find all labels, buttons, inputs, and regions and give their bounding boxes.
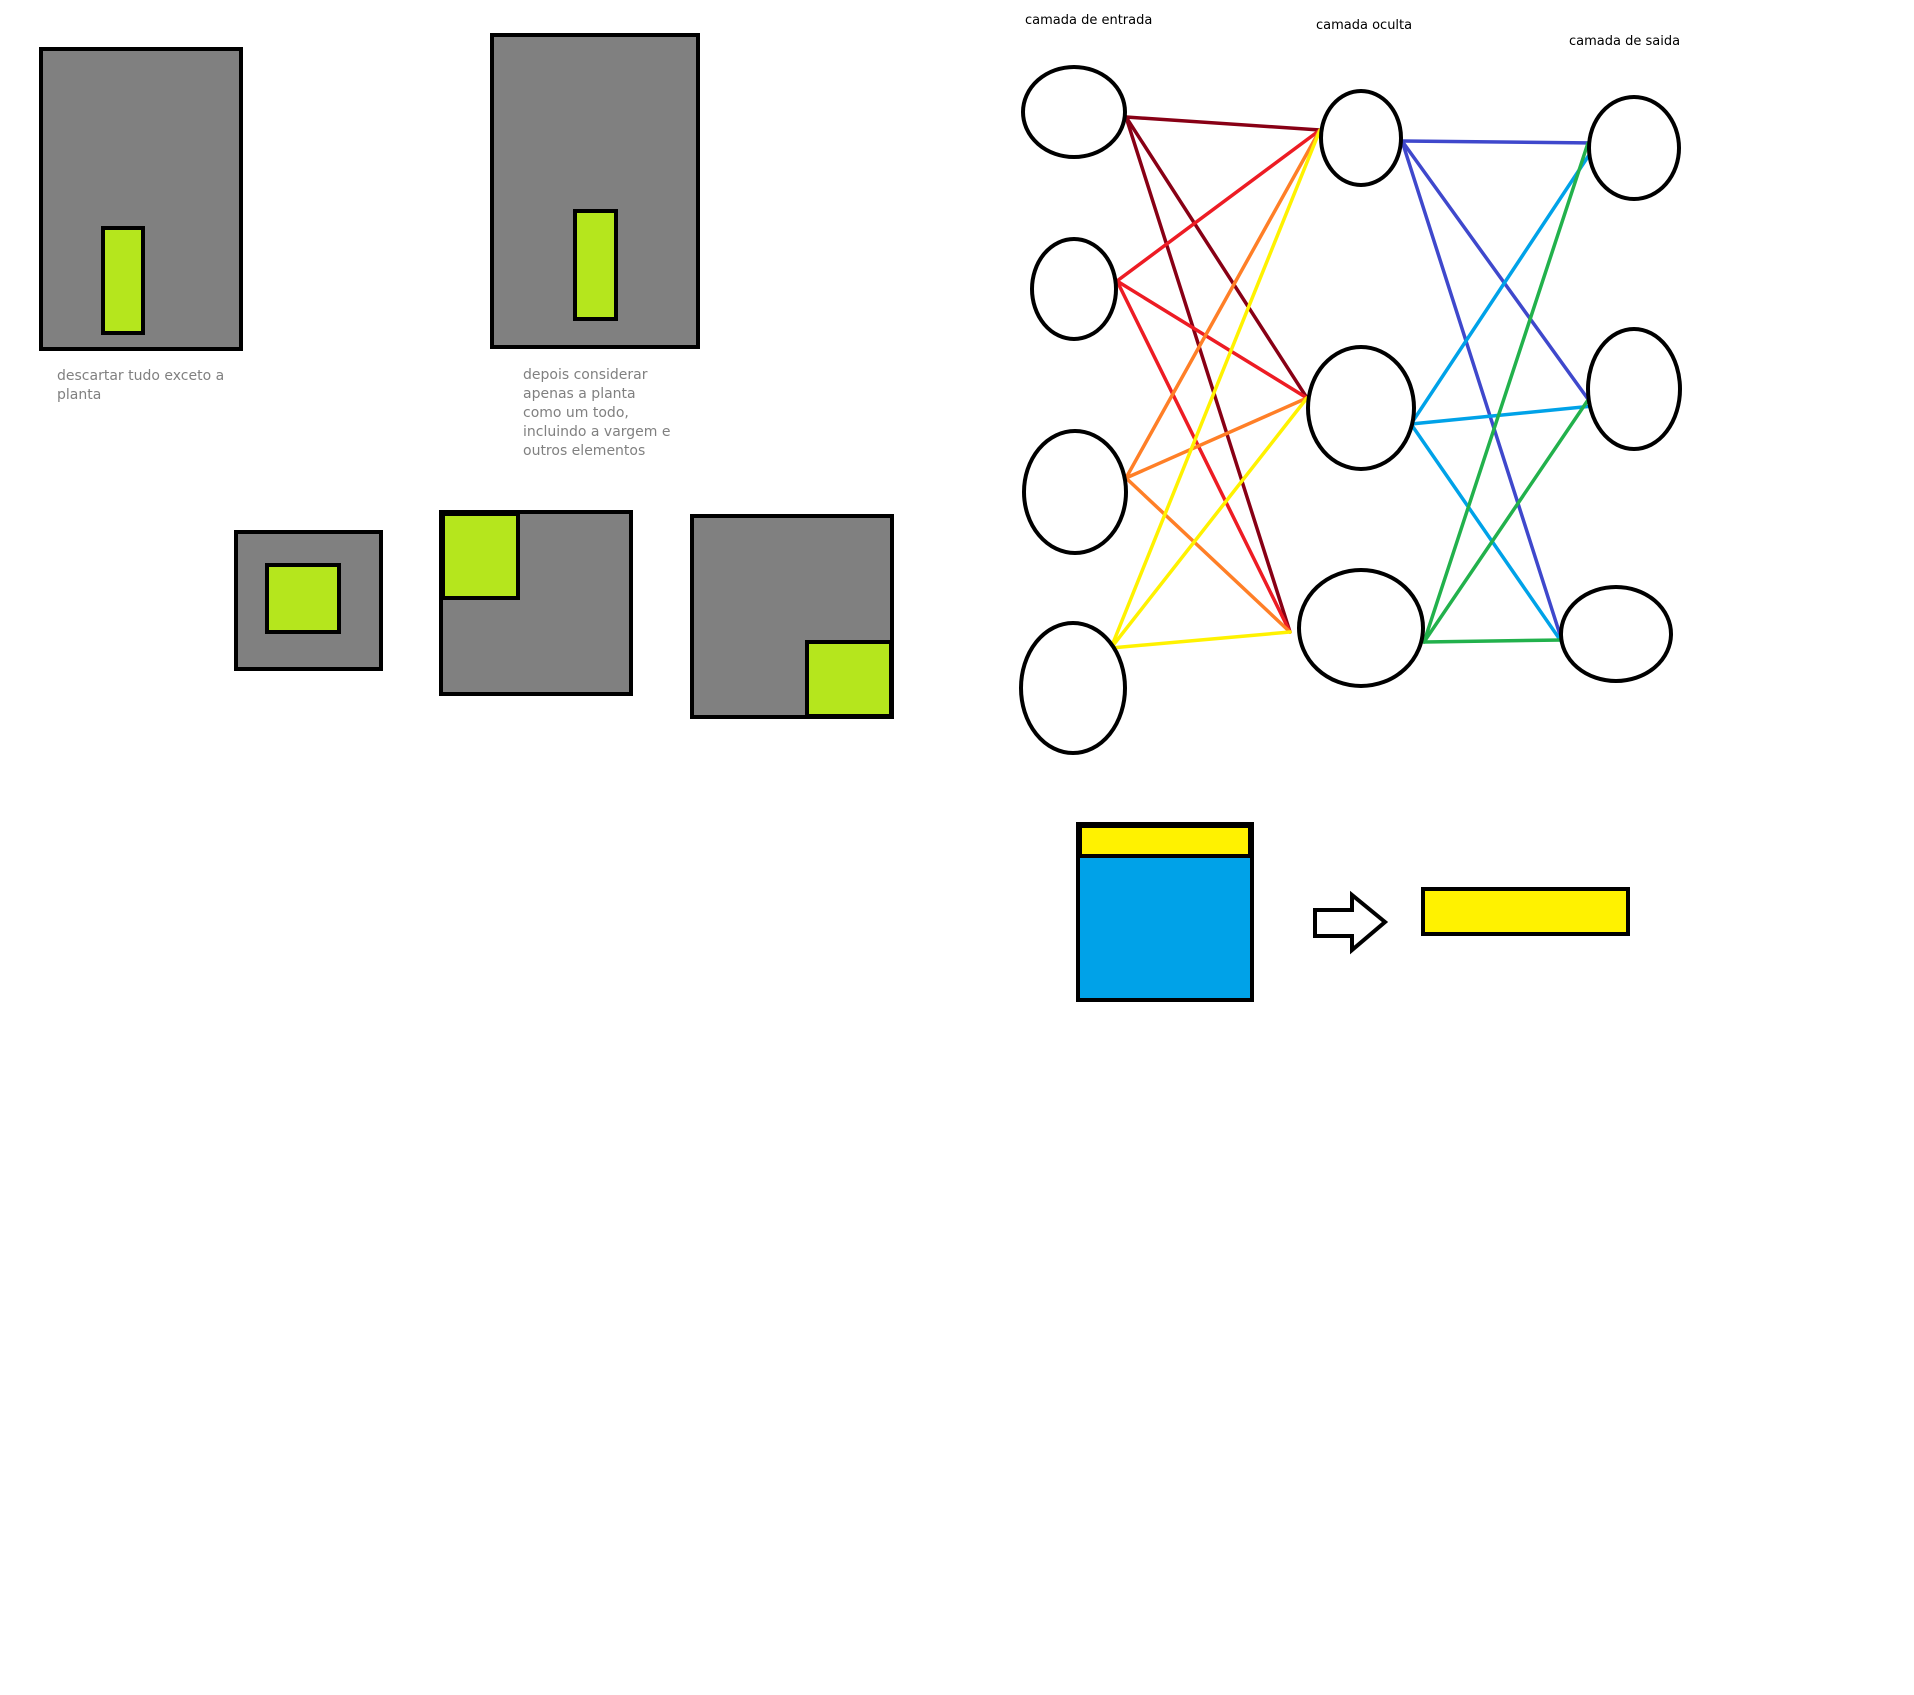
- link-hidden3-output2: [1422, 398, 1590, 644]
- caption-discard: descartar tudo exceto a planta: [57, 368, 225, 403]
- link-hidden3-output3: [1422, 638, 1565, 644]
- input-node-4: [1019, 621, 1127, 755]
- link-hidden1-output1: [1400, 139, 1599, 145]
- link-input1-hidden1: [1124, 115, 1322, 132]
- label-hidden-layer: camada oculta: [1316, 18, 1413, 33]
- plant-crop-bottom-right: [805, 640, 893, 718]
- output-node-2: [1586, 327, 1682, 451]
- label-input-layer: camada de entrada: [1025, 13, 1153, 28]
- network-nodes: [1019, 65, 1682, 755]
- input-node-2: [1030, 237, 1118, 341]
- link-hidden2-output1: [1409, 141, 1599, 426]
- plant-crop-center: [265, 563, 341, 634]
- plant-region-consider: [573, 209, 618, 321]
- link-input2-hidden1: [1115, 128, 1322, 283]
- link-input3-hidden1: [1124, 128, 1322, 480]
- input-node-1: [1021, 65, 1127, 159]
- plant-region-discard: [101, 226, 145, 335]
- hidden-node-1: [1319, 89, 1403, 187]
- link-input3-hidden3: [1124, 476, 1292, 634]
- link-input1-hidden2: [1124, 115, 1309, 400]
- link-input2-hidden3: [1115, 279, 1292, 634]
- arrow-right-icon: [1313, 890, 1389, 955]
- yellow-band-extracted: [1421, 887, 1630, 936]
- link-hidden2-output3: [1409, 422, 1565, 646]
- link-hidden2-output2: [1409, 404, 1595, 426]
- link-input3-hidden2: [1124, 396, 1309, 480]
- label-output-layer: camada de saida: [1569, 34, 1681, 49]
- plant-crop-top-left: [441, 512, 520, 600]
- yellow-band-top: [1078, 824, 1252, 858]
- link-input2-hidden2: [1115, 279, 1309, 400]
- link-input4-hidden1: [1109, 128, 1322, 650]
- link-hidden3-output1: [1422, 141, 1590, 644]
- link-hidden1-output3: [1400, 139, 1565, 646]
- output-node-1: [1587, 95, 1681, 201]
- caption-consider: depois considerar apenas a planta como u…: [523, 367, 671, 459]
- hidden-node-3: [1297, 568, 1425, 688]
- link-input4-hidden2: [1109, 396, 1309, 650]
- input-node-3: [1022, 429, 1128, 555]
- link-hidden1-output2: [1400, 139, 1595, 408]
- link-input4-hidden3: [1109, 630, 1292, 650]
- hidden-node-2: [1306, 345, 1416, 471]
- network-connections: [1109, 115, 1599, 650]
- link-input1-hidden3: [1124, 115, 1292, 634]
- output-node-3: [1559, 585, 1673, 683]
